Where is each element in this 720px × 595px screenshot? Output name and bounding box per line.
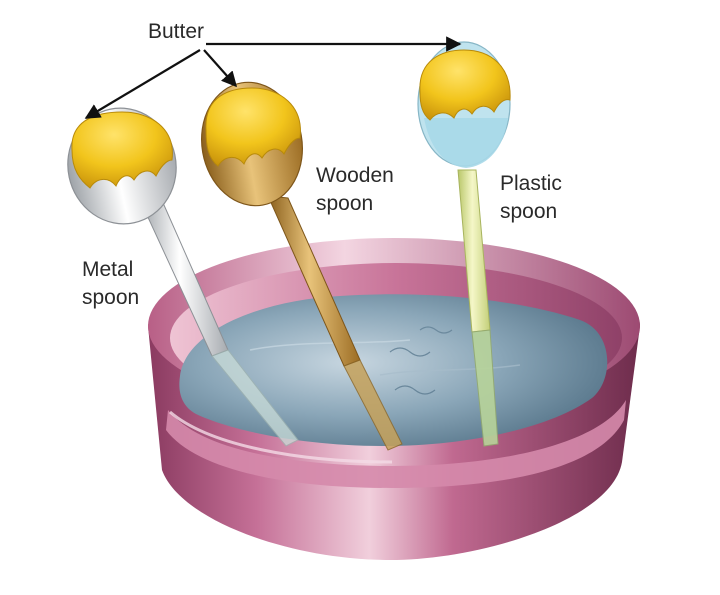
wooden-spoon-label-line2: spoon	[316, 192, 373, 215]
metal-spoon-label-line1: Metal	[82, 258, 133, 281]
butter-arrows	[84, 36, 462, 119]
arrow-to-wooden	[203, 49, 238, 88]
plastic-spoon-butter	[419, 49, 511, 121]
arrow-to-metal	[84, 49, 201, 119]
metal-spoon-label-line2: spoon	[82, 286, 139, 309]
wooden-spoon-butter	[205, 87, 301, 167]
plastic-spoon-label-line2: spoon	[500, 200, 557, 223]
metal-spoon-butter	[71, 111, 173, 189]
bowl	[148, 238, 640, 560]
plastic-spoon	[417, 41, 511, 447]
wooden-spoon	[200, 81, 403, 451]
plastic-spoon-label-line1: Plastic	[500, 172, 562, 195]
water	[179, 294, 608, 446]
bowl-front-lip	[166, 400, 626, 488]
butter-label: Butter	[148, 20, 204, 43]
metal-spoon	[67, 107, 299, 447]
wooden-spoon-label-line1: Wooden	[316, 164, 394, 187]
